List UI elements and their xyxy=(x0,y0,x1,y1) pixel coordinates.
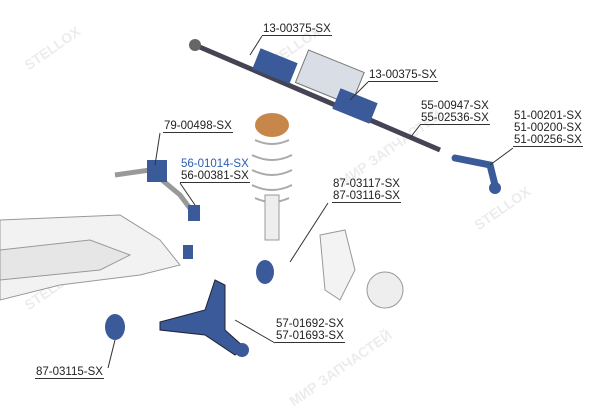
part-number: 55-02536-SX xyxy=(420,112,490,125)
control-arm xyxy=(105,279,249,357)
part-number: 56-00381-SX xyxy=(180,170,250,183)
part-number: 87-03117-SX xyxy=(333,178,400,190)
leader-lines xyxy=(107,35,514,369)
knuckle xyxy=(256,229,404,309)
tie-rod-end xyxy=(451,154,501,194)
label-control-arm[interactable]: 57-01692-SX 57-01693-SX xyxy=(275,318,345,343)
part-number: 56-01014-SX xyxy=(181,158,249,170)
part-number: 57-01693-SX xyxy=(275,330,345,343)
part-number: 51-00201-SX xyxy=(514,110,582,122)
label-arm-bushing[interactable]: 87-03115-SX xyxy=(35,366,104,379)
part-number: 13-00375-SX xyxy=(368,69,438,82)
label-tie-rod[interactable]: 55-00947-SX 55-02536-SX xyxy=(420,100,490,125)
part-number: 51-00256-SX xyxy=(513,134,583,147)
label-stabilizer-bushing[interactable]: 79-00498-SX xyxy=(163,120,233,133)
subframe xyxy=(0,214,181,301)
stabilizer-bar xyxy=(114,160,200,259)
part-number: 87-03115-SX xyxy=(35,366,104,379)
label-steering-rack[interactable]: 13-00375-SX xyxy=(262,23,332,36)
label-stabilizer-link[interactable]: 56-01014-SX 56-00381-SX xyxy=(180,158,250,183)
part-number: 79-00498-SX xyxy=(163,120,233,133)
part-number: 13-00375-SX xyxy=(262,23,332,36)
steering-rack xyxy=(189,39,441,153)
suspension-diagram xyxy=(0,35,514,369)
label-tie-rod-end[interactable]: 51-00201-SX 51-00200-SX 51-00256-SX xyxy=(513,110,583,147)
strut xyxy=(251,113,293,241)
label-steering-rack-boot[interactable]: 13-00375-SX xyxy=(368,69,438,82)
part-number: 51-00200-SX xyxy=(514,122,582,134)
label-knuckle-bushing[interactable]: 87-03117-SX 87-03116-SX xyxy=(332,178,401,203)
part-number: 57-01692-SX xyxy=(276,318,344,330)
part-number: 87-03116-SX xyxy=(332,190,401,203)
part-number: 55-00947-SX xyxy=(421,100,489,112)
